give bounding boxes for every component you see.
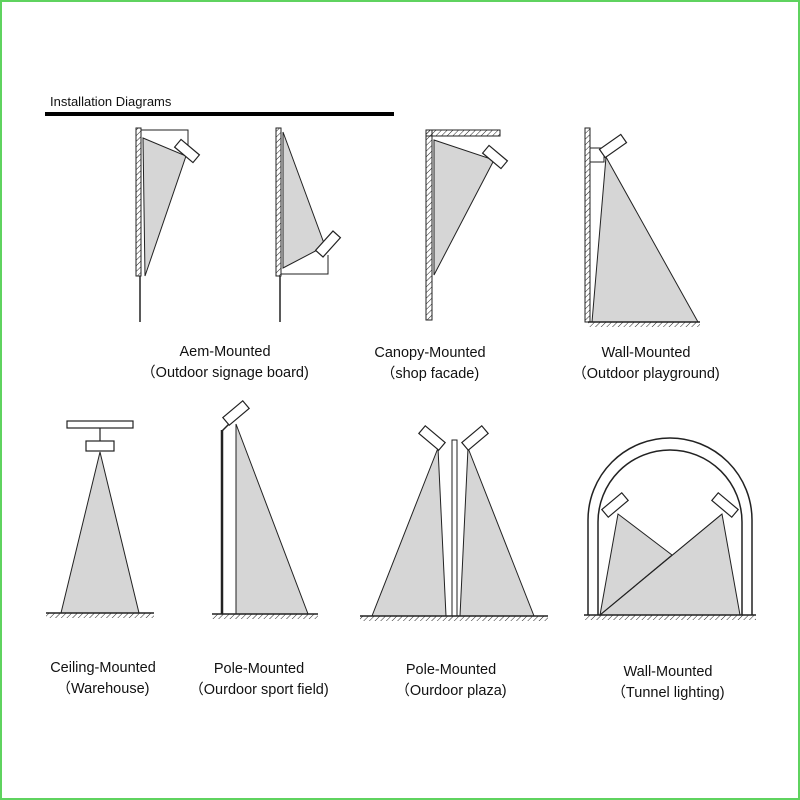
ground-hatch bbox=[588, 322, 700, 327]
diagram-canopy-mounted bbox=[425, 129, 509, 321]
caption-wall-mounted-playground: Wall-Mounted （Outdoor playground) bbox=[536, 343, 756, 385]
caption-subtitle: （Ourdoor plaza) bbox=[395, 683, 507, 699]
light-fixture-icon bbox=[600, 491, 630, 519]
caption-title: Canopy-Mounted bbox=[374, 345, 486, 361]
caption-title: Ceiling-Mounted bbox=[50, 660, 156, 676]
light-fixture-icon bbox=[598, 133, 628, 159]
caption-canopy-mounted: Canopy-Mounted （shop facade) bbox=[320, 343, 540, 385]
caption-pole-mounted-plaza: Pole-Mounted （Ourdoor plaza) bbox=[341, 660, 561, 702]
caption-subtitle: （Outdoor playground) bbox=[572, 366, 720, 382]
diagram-arm-mounted bbox=[135, 127, 342, 322]
caption-title: Pole-Mounted bbox=[213, 661, 305, 677]
caption-title: Pole-Mounted bbox=[405, 662, 497, 678]
diagram-wall-mounted-playground bbox=[584, 127, 700, 327]
diagram-ceiling-mounted bbox=[46, 420, 154, 618]
ground-hatch bbox=[212, 614, 318, 619]
light-fixture-icon bbox=[460, 424, 490, 452]
diagram-wall-mounted-tunnel bbox=[584, 437, 756, 620]
light-fixture-icon bbox=[710, 491, 740, 519]
caption-wall-mounted-tunnel: Wall-Mounted （Tunnel lighting) bbox=[558, 662, 778, 704]
light-fixture-icon bbox=[221, 399, 251, 427]
diagram-pole-mounted-plaza bbox=[360, 424, 548, 621]
signage-board-a bbox=[135, 127, 201, 322]
ground-hatch bbox=[584, 615, 756, 620]
caption-subtitle: （Warehouse) bbox=[56, 681, 150, 697]
caption-subtitle: （shop facade) bbox=[380, 366, 480, 382]
light-fixture-icon bbox=[481, 144, 509, 170]
caption-title: Wall-Mounted bbox=[623, 664, 713, 680]
light-fixture-icon bbox=[417, 424, 447, 452]
caption-subtitle: （Tunnel lighting) bbox=[611, 685, 725, 701]
light-fixture-icon bbox=[173, 138, 201, 164]
caption-subtitle: （Outdoor signage board) bbox=[141, 365, 309, 381]
caption-title: Aem-Mounted bbox=[179, 344, 271, 360]
heading-underline bbox=[45, 112, 394, 116]
caption-pole-mounted-sport-field: Pole-Mounted （Ourdoor sport field) bbox=[149, 659, 369, 701]
section-heading: Installation Diagrams bbox=[50, 94, 172, 109]
caption-subtitle: （Ourdoor sport field) bbox=[189, 682, 329, 698]
caption-arm-mounted: Aem-Mounted （Outdoor signage board) bbox=[115, 342, 335, 384]
signage-board-b bbox=[275, 127, 342, 322]
ground-hatch bbox=[360, 616, 548, 621]
caption-ceiling-mounted: Ceiling-Mounted （Warehouse) bbox=[0, 658, 213, 700]
diagram-pole-mounted-sport-field bbox=[212, 399, 318, 619]
ground-hatch bbox=[46, 613, 154, 618]
light-fixture-icon bbox=[85, 440, 115, 452]
caption-title: Wall-Mounted bbox=[601, 345, 691, 361]
light-fixture-icon bbox=[314, 230, 342, 258]
